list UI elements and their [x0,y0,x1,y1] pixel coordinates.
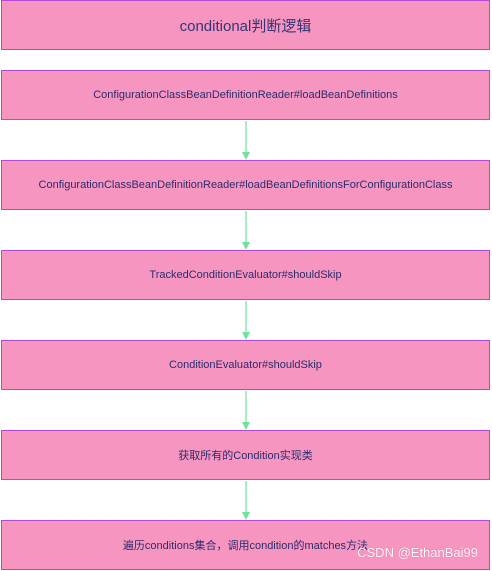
watermark: CSDN @EthanBai99 [357,545,478,560]
step-node-tracked-condition-evaluator: TrackedConditionEvaluator#shouldSkip [1,250,490,300]
step-node-load-bean-definitions: ConfigurationClassBeanDefinitionReader#l… [1,70,490,120]
diagram-title-node: conditional判断逻辑 [1,0,490,50]
step-node-load-for-configuration-class: ConfigurationClassBeanDefinitionReader#l… [1,160,490,210]
step-node-iterate-conditions: 遍历conditions集合，调用condition的matches方法 [1,520,490,570]
step-node-get-condition-impls: 获取所有的Condition实现类 [1,430,490,480]
step-node-condition-evaluator: ConditionEvaluator#shouldSkip [1,340,490,390]
